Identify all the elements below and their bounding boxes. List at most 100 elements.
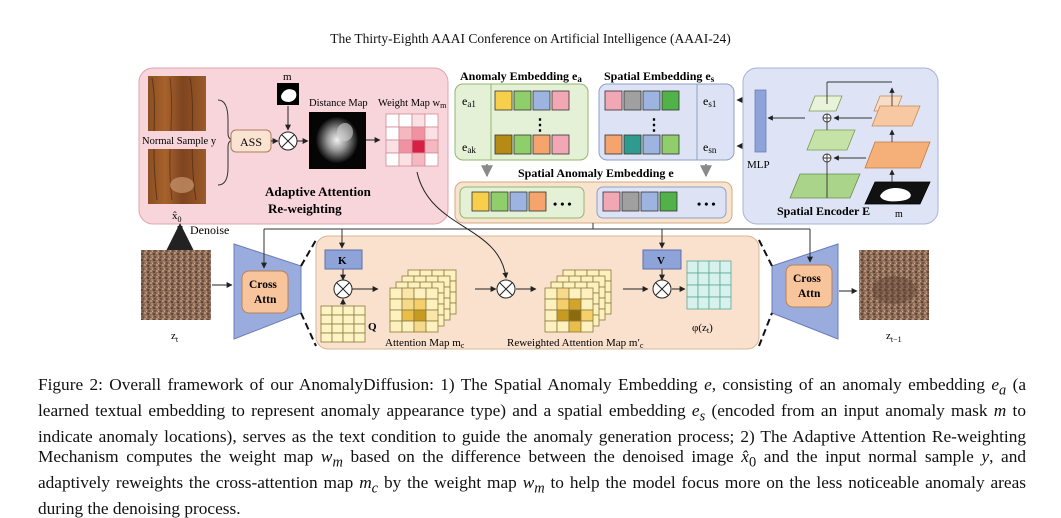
mlp-label: MLP	[747, 159, 770, 171]
zt-minus1-label: zt−1	[886, 330, 902, 344]
anomaly-embedding-title: Anomaly Embedding ea	[460, 69, 582, 84]
map-cell	[401, 309, 415, 322]
multiply-node-reweight	[496, 279, 516, 299]
map-cell	[556, 309, 570, 322]
distance-map-label: Distance Map	[309, 98, 368, 109]
embedding-token	[513, 134, 532, 155]
map-cell	[389, 287, 403, 300]
caption-var-x0-sub: 0	[748, 454, 757, 471]
phi-cell	[719, 284, 732, 298]
sae-ellipsis-1: • • •	[553, 197, 572, 211]
weight-cell	[424, 152, 439, 167]
multiply-node-k	[333, 279, 353, 299]
map-cell	[401, 298, 415, 311]
embedding-token	[494, 90, 513, 111]
map-cell	[556, 298, 570, 311]
q-cell	[342, 314, 355, 325]
distance-map-image	[309, 112, 366, 169]
zt-image	[141, 250, 211, 320]
q-cell	[331, 314, 344, 325]
embedding-token	[661, 134, 680, 155]
embedding-token	[604, 90, 623, 111]
weight-cell	[385, 139, 400, 154]
embedding-token	[490, 191, 509, 212]
caption-text-10: to help the model focus more on the less…	[38, 472, 1026, 518]
q-cell	[331, 332, 344, 343]
embedding-token	[642, 90, 661, 111]
phi-cell	[686, 284, 699, 298]
x0-label: x̂0	[172, 210, 182, 224]
aar-title-line1: Adaptive Attention	[265, 184, 372, 199]
map-cell	[389, 298, 403, 311]
embedding-token	[532, 90, 551, 111]
esn-tokens	[604, 134, 680, 155]
map-cell	[568, 298, 582, 311]
map-cell	[401, 287, 415, 300]
caption-var-wm-2-sub: m	[534, 480, 545, 497]
map-cell	[425, 309, 439, 322]
embedding-token	[509, 191, 528, 212]
caption-text-5: to indicate anomaly locations), serves a…	[38, 401, 1026, 466]
phi-cell	[708, 284, 721, 298]
spatial-encoder-label: Spatial Encoder E	[777, 204, 870, 218]
q-grid	[320, 305, 366, 343]
normal-sample-label: Normal Sample y	[142, 136, 217, 147]
map-cell	[580, 298, 594, 311]
weight-cell	[398, 139, 413, 154]
caption-var-es-sub: s	[699, 408, 706, 425]
phi-cell	[697, 272, 710, 286]
figure-caption: Figure 2: Overall framework of our Anoma…	[38, 375, 1026, 518]
map-cell	[389, 320, 403, 333]
map-cell	[425, 298, 439, 311]
caption-var-y: y	[981, 446, 990, 466]
caption-var-wm: w	[320, 446, 333, 466]
q-cell	[342, 332, 355, 343]
embedding-token	[642, 134, 661, 155]
embedding-token	[604, 134, 623, 155]
framework-figure: Normal Sample y ASS m Distance Map Weigh…	[138, 67, 939, 350]
embedding-token	[551, 90, 570, 111]
ea1-label: ea1	[462, 94, 476, 109]
weight-cell	[424, 113, 439, 128]
map-cell	[580, 287, 594, 300]
phi-cell	[686, 260, 699, 274]
encoder-layers	[789, 95, 931, 205]
map-cell	[413, 298, 427, 311]
caption-text-1: Figure 2: Overall framework of our Anoma…	[38, 375, 705, 394]
map-cell	[425, 287, 439, 300]
phi-cell	[719, 272, 732, 286]
embedding-token	[602, 191, 621, 212]
caption-text-9: by the weight map	[378, 472, 523, 492]
attention-map-stack	[389, 269, 457, 333]
eak-tokens	[494, 134, 570, 155]
embedding-token	[659, 191, 678, 212]
caption-var-m: m	[993, 401, 1007, 421]
q-cell	[342, 305, 355, 316]
map-cell	[413, 287, 427, 300]
caption-var-es: e	[691, 401, 700, 421]
weight-cell	[411, 126, 426, 141]
caption-var-x0: x̂	[741, 446, 749, 466]
map-cell	[544, 287, 558, 300]
caption-var-e: e	[704, 375, 712, 394]
ea-ellipsis: ⋮	[532, 117, 548, 134]
embedding-token	[513, 90, 532, 111]
caption-text-4: (encoded from an input anomaly mask	[705, 401, 994, 421]
zt-label: zt	[171, 330, 179, 344]
q-cell	[320, 323, 333, 334]
map-cell	[413, 309, 427, 322]
phi-cell	[708, 260, 721, 274]
map-cell	[389, 309, 403, 322]
phi-grid	[686, 260, 732, 310]
ass-label: ASS	[240, 135, 262, 149]
weight-cell	[385, 126, 400, 141]
caption-var-mc: m	[359, 472, 372, 492]
eak-label: eak	[462, 140, 476, 155]
map-cell	[544, 298, 558, 311]
es-ellipsis: ⋮	[646, 117, 662, 134]
phi-cell	[697, 260, 710, 274]
q-label: Q	[368, 321, 377, 333]
multiply-node-1	[278, 131, 298, 151]
map-cell	[568, 320, 582, 333]
spatial-anomaly-embedding-title: Spatial Anomaly Embedding e	[518, 166, 674, 180]
